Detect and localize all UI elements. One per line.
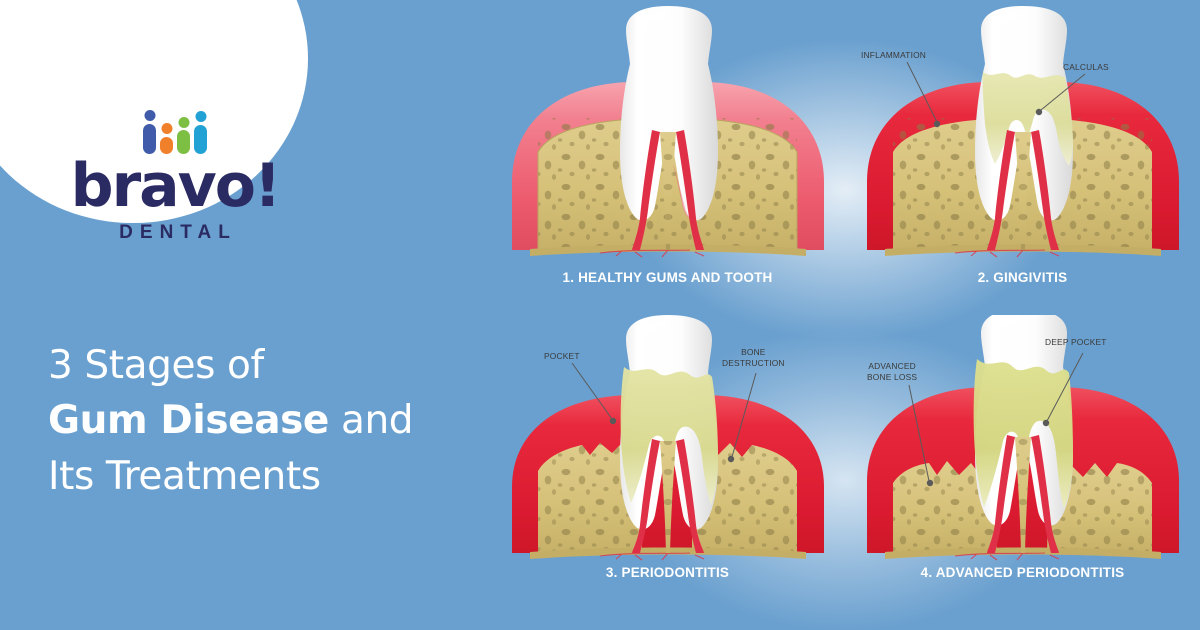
caption-gingivitis: 2. GINGIVITIS bbox=[977, 270, 1068, 285]
headline-emphasis: Gum Disease bbox=[48, 398, 329, 444]
headline-line-3: Its Treatments bbox=[48, 453, 321, 499]
page-title: 3 Stages of Gum Disease and Its Treatmen… bbox=[48, 338, 478, 504]
tooth-illustration-periodontitis bbox=[512, 315, 824, 561]
diagram-panel: 1. HEALTHY GUMS AND TOOTH bbox=[490, 0, 1200, 630]
tooth-illustration-gingivitis bbox=[867, 6, 1179, 258]
people-figure-4 bbox=[194, 110, 207, 154]
diagram-gingivitis: INFLAMMATION CALCULAS 2. GINGIVITIS bbox=[845, 0, 1200, 315]
annotation-pocket: POCKET bbox=[544, 351, 580, 361]
diagram-advanced-periodontitis: ADVANCED BONE LOSS DEEP POCKET 4. ADVANC… bbox=[845, 315, 1200, 630]
annotation-deep-pocket: DEEP POCKET bbox=[1045, 337, 1107, 347]
headline-line-2: Gum Disease and bbox=[48, 393, 478, 448]
annotation-bone-destruction: BONE DESTRUCTION bbox=[722, 347, 785, 368]
leader-lines-gingivitis bbox=[906, 61, 1086, 128]
tooth-illustration-healthy bbox=[512, 6, 824, 258]
headline-line-2-rest: and bbox=[328, 398, 414, 444]
people-figure-3 bbox=[177, 110, 190, 154]
logo-subtitle: DENTAL bbox=[119, 222, 237, 243]
brand-logo[interactable]: bravo! DENTAL bbox=[40, 110, 310, 244]
bravo-people-icon bbox=[40, 110, 310, 154]
annotation-advanced-bone-loss: ADVANCED BONE LOSS bbox=[867, 361, 918, 382]
leader-lines-periodontitis bbox=[571, 362, 757, 463]
caption-healthy: 1. HEALTHY GUMS AND TOOTH bbox=[562, 270, 773, 285]
annotation-inflammation: INFLAMMATION bbox=[861, 50, 927, 60]
diagram-healthy: 1. HEALTHY GUMS AND TOOTH bbox=[490, 0, 845, 315]
annotation-calculas: CALCULAS bbox=[1063, 62, 1109, 72]
caption-periodontitis: 3. PERIODONTITIS bbox=[605, 565, 730, 580]
people-figure-2 bbox=[160, 110, 173, 154]
diagram-periodontitis: POCKET BONE DESTRUCTION 3. PERIODONTITIS bbox=[490, 315, 845, 630]
logo-wordmark: bravo! bbox=[70, 151, 282, 221]
people-figure-1 bbox=[143, 110, 156, 154]
tooth-illustration-advanced bbox=[867, 315, 1179, 561]
caption-advanced-periodontitis: 4. ADVANCED PERIODONTITIS bbox=[920, 565, 1125, 580]
leader-lines-advanced bbox=[908, 352, 1084, 487]
headline-line-1: 3 Stages of bbox=[48, 343, 264, 388]
